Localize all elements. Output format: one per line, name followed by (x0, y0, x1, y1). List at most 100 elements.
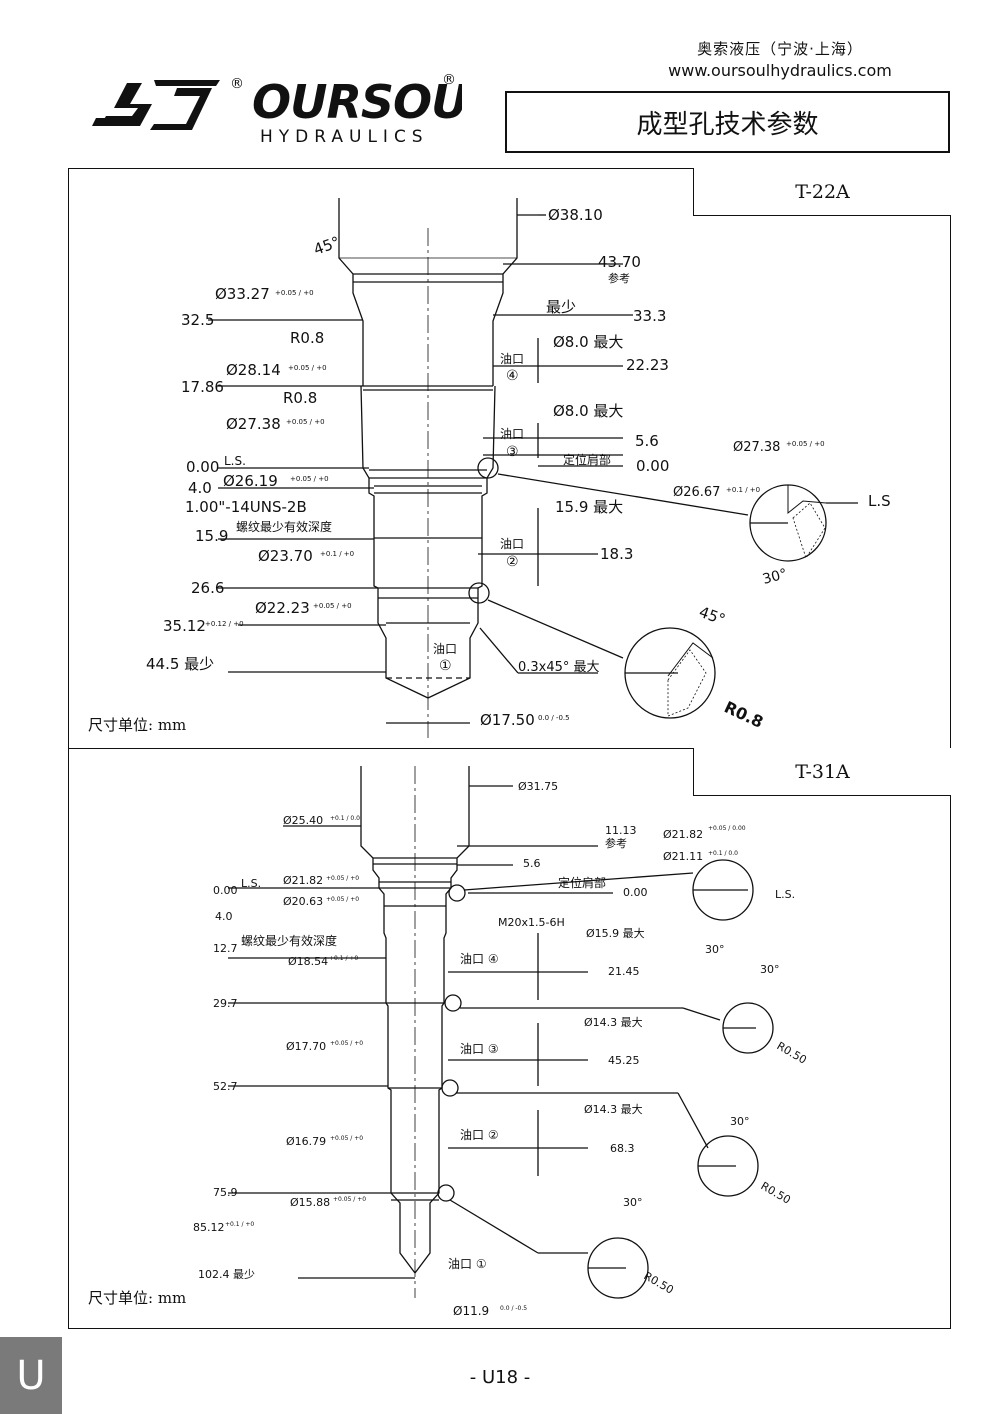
dim-d4370: 43.70 (598, 253, 641, 271)
dim-d2540-tol: +0.1 / 0.0 (330, 815, 360, 822)
dim-v000-a-b: 0.00 (213, 884, 238, 897)
dim-v759: 75.9 (213, 1186, 238, 1199)
brand-logo: ® OURSOUL ® HYDRAULICS (92, 72, 462, 147)
cavity-drawing-t31a (228, 766, 774, 1299)
dim-d143max-a: Ø14.3 最大 (584, 1015, 643, 1029)
dim-d80max-b: Ø8.0 最大 (553, 402, 623, 420)
dim-v266: 26.6 (191, 579, 224, 597)
dim-thread: 1.00"-14UNS-2B (185, 498, 307, 516)
cavity-labels-t22a: Ø38.10 45° 43.70 参考 Ø33.27 +0.05 / +0 32… (146, 206, 891, 732)
dim-v2223: 22.23 (626, 356, 669, 374)
detail-r050-b: R0.50 (759, 1179, 793, 1206)
port-1: ① (439, 658, 452, 674)
dim-d2182: Ø21.82 (283, 874, 323, 887)
detail-ls: L.S (868, 492, 891, 510)
oil-port-label-1: 油口 (433, 642, 457, 656)
thread-depth-label: 螺纹最少有效深度 (236, 519, 332, 534)
port-3: ③ (506, 444, 519, 460)
dim-v159: 15.9 (195, 527, 228, 545)
dim-v4525: 45.25 (608, 1054, 640, 1067)
dim-d2619-tol: +0.05 / +0 (290, 475, 329, 483)
dim-v683: 68.3 (610, 1142, 635, 1155)
dim-d2738-tol: +0.05 / +0 (286, 418, 325, 426)
unit-label-a: 尺寸单位: mm (88, 716, 187, 734)
port-4-b: 油口 ④ (460, 952, 499, 966)
dim-v127: 12.7 (213, 942, 238, 955)
dim-d143max-b: Ø14.3 最大 (584, 1102, 643, 1116)
port-2-b: 油口 ② (460, 1128, 499, 1142)
dim-v8512: 85.12 (193, 1221, 225, 1234)
detail-d2182: Ø21.82 (663, 828, 703, 841)
dim-d119: Ø11.9 (453, 1304, 489, 1318)
oil-port-label-2: 油口 (500, 537, 524, 551)
model-label-t22a: T-22A (693, 168, 951, 216)
company-website: www.oursoulhydraulics.com (668, 61, 892, 80)
port-4: ④ (506, 368, 519, 384)
dim-ls-b: L.S. (241, 877, 261, 890)
dim-d3175: Ø31.75 (518, 780, 558, 793)
dim-d1750: Ø17.50 (480, 711, 535, 729)
model-label-t31a: T-31A (693, 748, 951, 796)
detail-angle-b3: 30° (730, 1115, 750, 1128)
dim-ls: L.S. (224, 454, 246, 468)
thread-depth-label-b: 螺纹最少有效深度 (241, 933, 337, 948)
dim-r08-a: R0.8 (290, 329, 324, 347)
detail-angle-b1: 30° (705, 943, 725, 956)
port-3-b: 油口 ③ (460, 1042, 499, 1056)
dim-v56: 5.6 (635, 432, 659, 450)
dim-d2063: Ø20.63 (283, 895, 323, 908)
detail-d2111: Ø21.11 (663, 850, 703, 863)
dim-d2814: Ø28.14 (226, 361, 281, 379)
detail-d2182-tol: +0.05 / 0.00 (708, 825, 746, 832)
dim-d119-tol: 0.0 / -0.5 (500, 1305, 527, 1312)
dim-d3810: Ø38.10 (548, 206, 603, 224)
dim-d2370-tol: +0.1 / +0 (320, 550, 354, 558)
dim-v000-b: 0.00 (636, 457, 669, 475)
dim-d1854-tol: +0.1 / +0 (329, 955, 358, 962)
dim-v000-a: 0.00 (186, 458, 219, 476)
dim-d159max: Ø15.9 最大 (586, 926, 645, 940)
dim-v1113: 11.13 (605, 824, 637, 837)
detail-angle-b2: 30° (760, 963, 780, 976)
dim-v1024: 102.4 最少 (198, 1268, 255, 1281)
dim-v325: 32.5 (181, 311, 214, 329)
dim-d1588: Ø15.88 (290, 1196, 330, 1209)
dim-v000-b-b: 0.00 (623, 886, 648, 899)
section-divider (68, 748, 951, 749)
dim-d2619: Ø26.19 (223, 472, 278, 490)
section-tab: U (0, 1337, 62, 1414)
detail-d2667-tol: +0.1 / +0 (726, 486, 760, 494)
dim-ref-b: 参考 (605, 836, 627, 850)
registered-mark: ® (230, 76, 244, 92)
port-1-b: 油口 ① (448, 1257, 487, 1271)
dim-v3512-tol: +0.12 / +0 (205, 620, 244, 628)
unit-label-b: 尺寸单位: mm (88, 1289, 187, 1307)
detail-angle-b4: 30° (623, 1196, 643, 1209)
detail-d2667: Ø26.67 (673, 485, 720, 500)
dim-d1770: Ø17.70 (286, 1040, 326, 1053)
dim-d2738: Ø27.38 (226, 415, 281, 433)
dim-v333: 33.3 (633, 307, 666, 325)
dim-v183: 18.3 (600, 545, 633, 563)
port-2: ② (506, 554, 519, 570)
dim-v40: 4.0 (188, 479, 212, 497)
page-title: 成型孔技术参数 (505, 91, 950, 153)
dim-d80max-a: Ø8.0 最大 (553, 333, 623, 351)
dim-v445: 44.5 最少 (146, 655, 214, 673)
dim-d1750-tol: 0.0 / -0.5 (538, 714, 570, 722)
dim-v8512-tol: +0.1 / +0 (225, 1221, 254, 1228)
dim-r08-b: R0.8 (283, 389, 317, 407)
oil-port-label: 油口 (500, 352, 524, 366)
dim-v297: 29.7 (213, 997, 238, 1010)
company-name: 奥索液压（宁波·上海） (697, 40, 863, 58)
detail-r08: R0.8 (721, 697, 766, 731)
registered-mark-2: ® (442, 72, 456, 88)
dim-d3327-tol: +0.05 / +0 (275, 289, 314, 297)
dim-thread-b: M20x1.5-6H (498, 916, 565, 929)
dim-d1770-tol: +0.05 / +0 (330, 1040, 363, 1047)
dim-d3327: Ø33.27 (215, 285, 270, 303)
locating-shoulder: 定位肩部 (563, 452, 611, 467)
dim-min: 最少 (546, 298, 576, 316)
detail-d2738-tol: +0.05 / +0 (786, 440, 825, 448)
detail-angle45: 45° (697, 603, 728, 629)
